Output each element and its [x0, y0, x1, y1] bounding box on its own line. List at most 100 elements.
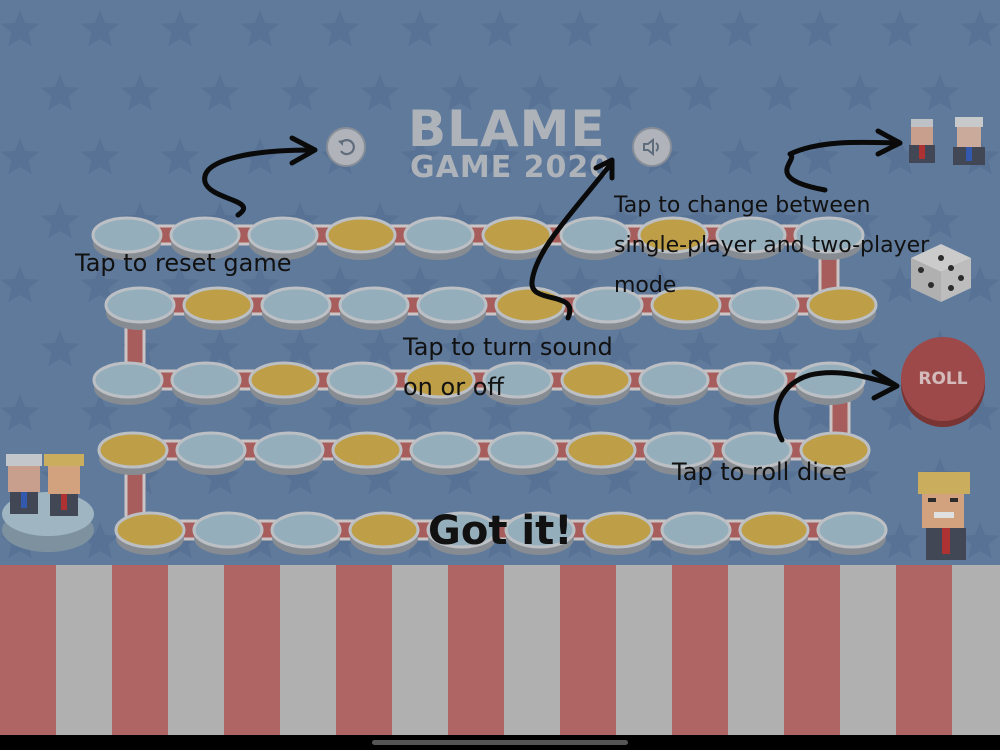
background-star: [601, 330, 639, 367]
home-indicator[interactable]: [372, 740, 628, 745]
background-star: [1, 138, 39, 175]
background-star: [561, 10, 599, 47]
background-star: [41, 74, 79, 111]
background-star: [601, 458, 639, 495]
background-star: [441, 330, 479, 367]
undo-icon: [338, 139, 355, 156]
background-star: [401, 138, 439, 175]
board-space: [192, 511, 264, 555]
game-board: [91, 216, 888, 555]
arrow-to-sound-head: [593, 157, 615, 181]
background-star: [921, 74, 959, 111]
note-mode-line-3: mode: [614, 273, 677, 298]
background-star: [241, 138, 279, 175]
background-star: [321, 10, 359, 47]
arrow-to-roll-head: [871, 369, 900, 401]
title-line-2: GAME 2020: [410, 150, 612, 185]
background-star: [241, 394, 279, 431]
board-space: [793, 216, 865, 260]
arrow-to-mode: [784, 139, 901, 193]
got-it-button[interactable]: Got it!: [428, 508, 573, 554]
background-star: [561, 394, 599, 431]
player-mode-toggle[interactable]: [905, 115, 990, 167]
roll-button[interactable]: ROLL: [901, 337, 985, 421]
background-star: [441, 458, 479, 495]
background-star: [961, 266, 999, 303]
background-star: [841, 74, 879, 111]
background-star: [681, 458, 719, 495]
striped-floor: [0, 565, 1000, 735]
background-star: [361, 330, 399, 367]
background-star: [281, 458, 319, 495]
board-space: [806, 286, 878, 330]
board-space: [637, 216, 709, 260]
background-star: [961, 394, 999, 431]
board-space: [409, 431, 481, 475]
background-star: [561, 138, 599, 175]
note-mode-line-1: Tap to change between: [614, 193, 871, 218]
background-star: [801, 138, 839, 175]
board-space: [721, 431, 793, 475]
dice-button[interactable]: [906, 240, 976, 304]
background-star: [921, 202, 959, 239]
players-icon: [909, 117, 985, 165]
board-space: [348, 511, 420, 555]
arrow-to-mode-head: [875, 128, 903, 157]
arrow-to-reset-head: [289, 135, 318, 166]
dice-icon: [911, 244, 971, 302]
player-one-pedestal: [2, 454, 94, 552]
sound-button[interactable]: [632, 127, 672, 167]
board-space: [97, 431, 169, 475]
board-space: [716, 361, 788, 405]
background-star: [321, 394, 359, 431]
board-space: [728, 286, 800, 330]
board-space: [326, 361, 398, 405]
background-star: [521, 458, 559, 495]
background-star: [361, 458, 399, 495]
background-star: [81, 522, 119, 559]
background-star: [81, 10, 119, 47]
board-space: [565, 431, 637, 475]
tutorial-note-sound: Tap to turn sound on or off: [403, 327, 663, 407]
note-sound-line-1: Tap to turn sound: [403, 333, 613, 361]
board-space: [559, 216, 631, 260]
background-star: [881, 394, 919, 431]
background-star: [601, 74, 639, 111]
background-star: [121, 74, 159, 111]
board-space: [325, 216, 397, 260]
tutorial-note-roll: Tap to roll dice: [672, 458, 847, 486]
background-star: [481, 138, 519, 175]
background-star: [441, 74, 479, 111]
board-space: [799, 431, 871, 475]
board-space: [338, 286, 410, 330]
board-space: [331, 431, 403, 475]
board-space: [715, 216, 787, 260]
background-star: [721, 394, 759, 431]
board-space: [182, 286, 254, 330]
background-star: [481, 10, 519, 47]
players: [2, 454, 970, 560]
board-space: [247, 216, 319, 260]
board-space: [248, 361, 320, 405]
background-star: [161, 266, 199, 303]
board-space: [270, 511, 342, 555]
board-space: [260, 286, 332, 330]
background-star: [81, 138, 119, 175]
arrow-to-reset: [202, 147, 315, 218]
board-space: [487, 431, 559, 475]
player-avatar-left-b: [44, 454, 84, 516]
board-space: [253, 431, 325, 475]
background-star: [401, 394, 439, 431]
note-mode-line-2: single-player and two-player: [614, 233, 930, 258]
reset-button[interactable]: [326, 127, 366, 167]
background-star: [241, 10, 279, 47]
board-space: [481, 216, 553, 260]
background-star: [361, 74, 399, 111]
board-space: [404, 361, 476, 405]
background-star: [681, 74, 719, 111]
board-space: [482, 361, 554, 405]
board-space: [794, 361, 866, 405]
background-star: [41, 330, 79, 367]
board-space: [426, 511, 498, 555]
player-avatar-left-a: [6, 454, 42, 514]
